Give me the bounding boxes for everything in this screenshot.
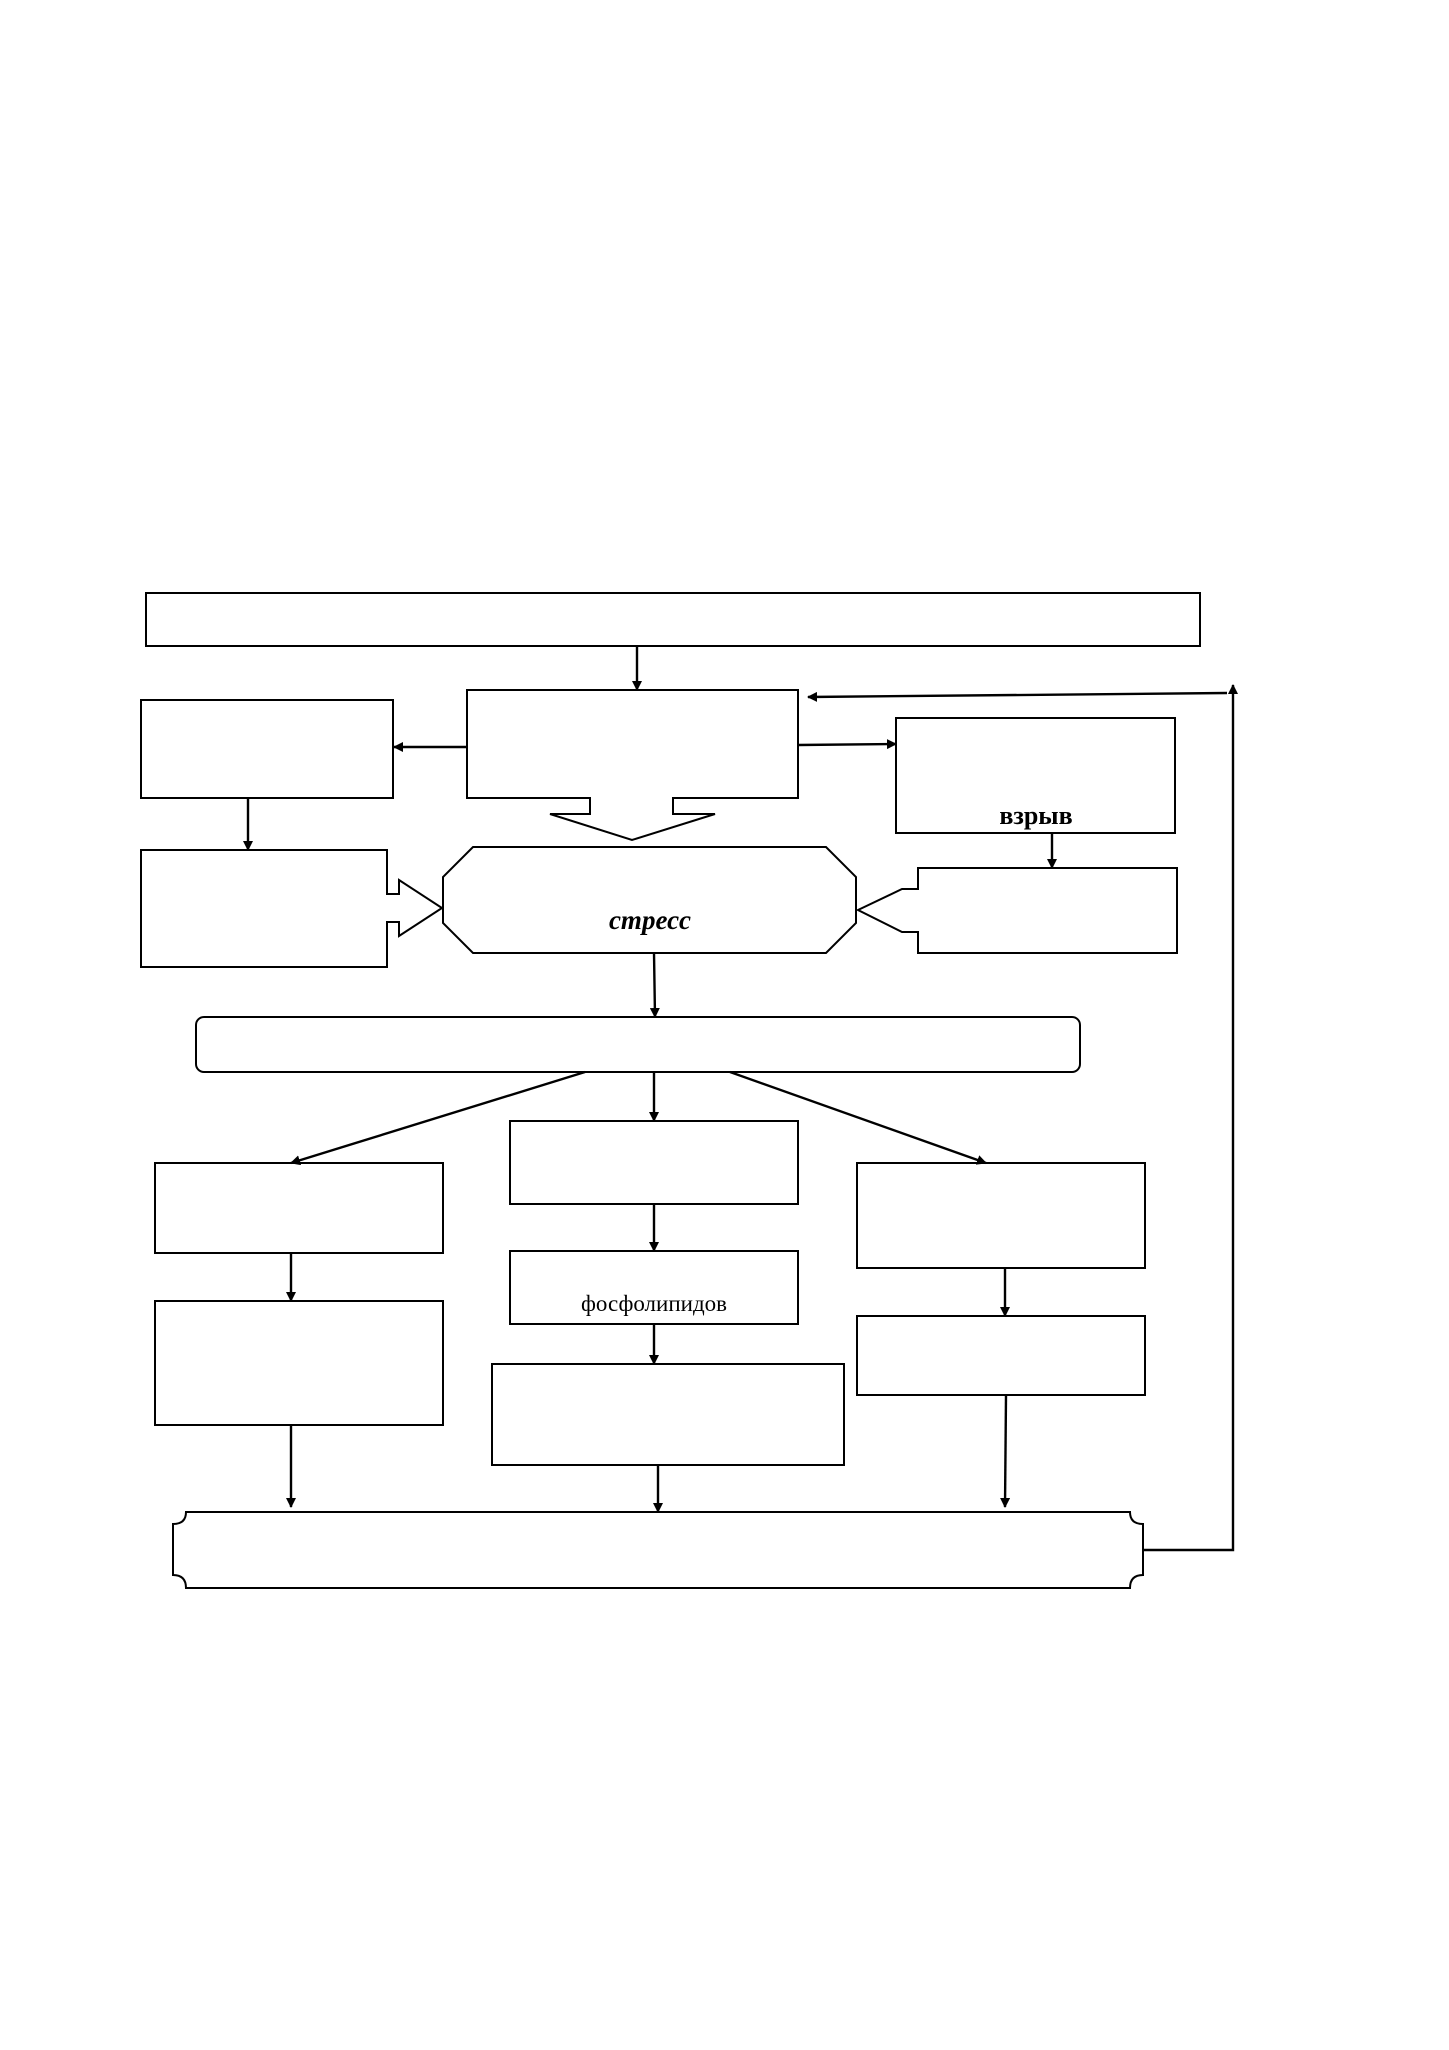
phospholipids-label: фосфолипидов: [581, 1291, 727, 1316]
left-arrow-callout-box: [140, 849, 444, 968]
upper-left-box: [140, 699, 394, 799]
right-arrow-callout-box: [855, 867, 1178, 954]
arrow-rounded-to-left: [290, 1070, 586, 1166]
middle-box-3: [491, 1363, 845, 1466]
phospholipids-box: [509, 1250, 799, 1325]
feedback-line-bottom-to-side: [1143, 684, 1238, 1552]
arrow-stress-down: [649, 952, 660, 1018]
middle-box-1: [509, 1120, 799, 1205]
arrow-center-to-explosion: [797, 739, 897, 750]
wide-rounded-box: [195, 1016, 1081, 1073]
central-notched-box: [466, 689, 799, 842]
lower-left-box-2: [154, 1300, 444, 1426]
arrow-right-2-to-bottom: [1000, 1394, 1011, 1508]
stress-label: стресс: [609, 905, 691, 935]
top-wide-box: [145, 592, 1201, 647]
arrow-feedback-to-center: [807, 691, 1228, 702]
explosion-box: [895, 717, 1176, 834]
lower-right-box-1: [856, 1162, 1146, 1269]
bottom-scroll-box: [172, 1511, 1144, 1589]
explosion-label: взрыв: [999, 801, 1072, 830]
lower-left-box-1: [154, 1162, 444, 1254]
stress-octagon: [442, 846, 857, 954]
lower-right-box-2: [856, 1315, 1146, 1396]
arrow-rounded-to-right: [729, 1070, 987, 1165]
